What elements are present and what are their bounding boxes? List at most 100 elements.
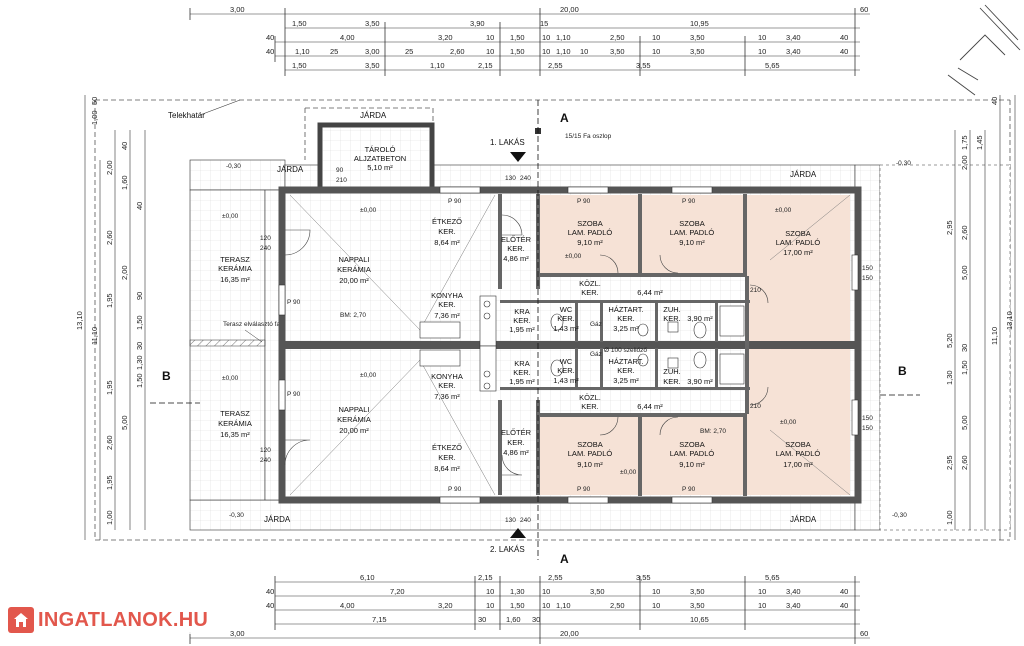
- bedroom-2a-name: SZOBA: [577, 440, 602, 449]
- dining-1-floor: KER.: [438, 227, 456, 236]
- level-mark: ±0,00: [222, 213, 239, 220]
- wc-1-area: 1,43 m²: [553, 324, 579, 333]
- right-column-labels: 1,00 2,60 5,00 2,95 1,30 1,50 5,20 30 5,…: [945, 97, 999, 525]
- dining-2-area: 8,64 m²: [434, 464, 460, 473]
- dim-label: 240: [520, 175, 531, 182]
- bedroom-1b-floor: LAM. PADLÓ: [670, 228, 715, 237]
- dim-label: 1,50: [292, 19, 307, 28]
- outside-level-mark: -0,30: [229, 512, 244, 519]
- left-total-dim: 13,10: [75, 311, 84, 330]
- window-mark: P 90: [287, 391, 301, 398]
- corridor-2-name: KÖZL.: [579, 393, 601, 402]
- dim-label: 1,50: [510, 33, 525, 42]
- sidewalk-label: JÁRDA: [264, 515, 291, 524]
- shower-1-area: 3,90 m²: [687, 314, 713, 323]
- dim-label: 1,30: [945, 370, 954, 385]
- dim-label: 150: [862, 265, 873, 272]
- bedroom-2c-name: SZOBA: [785, 440, 810, 449]
- utility-1-area: 3,25 m²: [613, 324, 639, 333]
- dim-label: 40: [840, 601, 848, 610]
- sidewalk-label: JÁRDA: [360, 111, 387, 120]
- dim-label: 30: [960, 344, 969, 352]
- bedroom-1b-area: 9,10 m²: [679, 238, 705, 247]
- dim-label: 10: [652, 601, 660, 610]
- living-room-2-name: NAPPALI: [338, 405, 369, 414]
- dim-label: 5,00: [960, 265, 969, 280]
- shower-2-floor: KER.: [663, 377, 681, 386]
- window-mark: P 90: [682, 486, 696, 493]
- dim-label: 3,20: [438, 33, 453, 42]
- level-mark: ±0,00: [565, 253, 582, 260]
- dim-label: 3,40: [786, 601, 801, 610]
- logo-text: INGATLANOK.HU: [38, 608, 209, 631]
- bottom-dimensions: [189, 576, 870, 644]
- section-a-label: A: [560, 111, 569, 125]
- dim-label: 150: [862, 425, 873, 432]
- dim-label: 20,00: [560, 5, 579, 14]
- dim-label: 2,60: [105, 230, 114, 245]
- entrances: 1. LAKÁS 2. LAKÁS 15/15 Fa oszlop: [490, 128, 612, 554]
- bedroom-1b-name: SZOBA: [679, 219, 704, 228]
- bedroom-1a-area: 9,10 m²: [577, 238, 603, 247]
- dim-label: 5,65: [765, 61, 780, 70]
- dim-label: 10: [652, 47, 660, 56]
- plot-boundary-label: Telekhatár: [168, 111, 205, 120]
- dim-label: 10,65: [690, 615, 709, 624]
- living-room-2-area: 20,00 m²: [339, 426, 369, 435]
- dim-label: 1,30: [510, 587, 525, 596]
- shower-1-name: ZUH.: [663, 305, 681, 314]
- window-mark: P 90: [577, 486, 591, 493]
- dim-label: 10: [758, 47, 766, 56]
- dim-label: 1,50: [510, 47, 525, 56]
- bedroom-2c-floor: LAM. PADLÓ: [776, 449, 821, 458]
- dining-1-area: 8,64 m²: [434, 238, 460, 247]
- dim-label: 7,20: [390, 587, 405, 596]
- dim-label: 10: [580, 47, 588, 56]
- living-room-1-area: 20,00 m²: [339, 276, 369, 285]
- bedroom-1c-area: 17,00 m²: [783, 248, 813, 257]
- dim-label: 3,55: [636, 61, 651, 70]
- dim-label: 3,50: [690, 47, 705, 56]
- dim-label: 1,10: [430, 61, 445, 70]
- window-mark: P 90: [287, 299, 301, 306]
- terrace-divider-label: Terasz elválasztó fal: [223, 321, 282, 328]
- entrance-arrow-icon: [510, 152, 526, 162]
- dim-label: 40: [840, 587, 848, 596]
- column-note: 15/15 Fa oszlop: [565, 133, 612, 140]
- outside-level-mark: -0,30: [226, 163, 241, 170]
- dim-label: 3,00: [230, 629, 245, 638]
- pantry-1-floor: KER.: [513, 316, 531, 325]
- dim-label: 2,55: [548, 61, 563, 70]
- living-room-2-floor: KERÁMIA: [337, 415, 371, 424]
- utility-2-area: 3,25 m²: [613, 376, 639, 385]
- dim-label: 2,00: [105, 160, 114, 175]
- hall-1-floor: KER.: [507, 244, 525, 253]
- dim-label: 240: [520, 517, 531, 524]
- dim-label: 3,50: [690, 587, 705, 596]
- terrace-1-floor: KERÁMIA: [218, 264, 252, 273]
- dim-label: 2,00: [120, 265, 129, 280]
- bedroom-2b-name: SZOBA: [679, 440, 704, 449]
- dim-label: 3,40: [786, 33, 801, 42]
- outside-level-mark: -0,30: [896, 160, 911, 167]
- section-b-label: B: [162, 369, 171, 383]
- right-dimensions: [954, 95, 1016, 540]
- dim-label: 15: [540, 19, 548, 28]
- dim-label: 40: [990, 97, 999, 105]
- utility-1-floor: KER.: [617, 314, 635, 323]
- sidewalk-label: JÁRDA: [790, 170, 817, 179]
- level-mark: ±0,00: [360, 207, 377, 214]
- dim-label: 90: [135, 292, 144, 300]
- corridor-2-area: 6,44 m²: [637, 402, 663, 411]
- site-logo[interactable]: INGATLANOK.HU: [6, 606, 215, 634]
- dim-label: 1,00: [945, 510, 954, 525]
- dim-label: 10: [486, 47, 494, 56]
- pantry-1-area: 1,95 m²: [509, 325, 535, 334]
- utility-2-name: HÁZTART.: [608, 357, 643, 366]
- building: [278, 186, 862, 504]
- window-mark: P 90: [448, 486, 462, 493]
- storage-room-floor: ALJZATBETON: [354, 154, 406, 163]
- left-column-labels: 1,00 1,95 2,60 5,00 1,95 1,50 1,30 30 1,…: [90, 97, 144, 525]
- dim-label: 1,50: [510, 601, 525, 610]
